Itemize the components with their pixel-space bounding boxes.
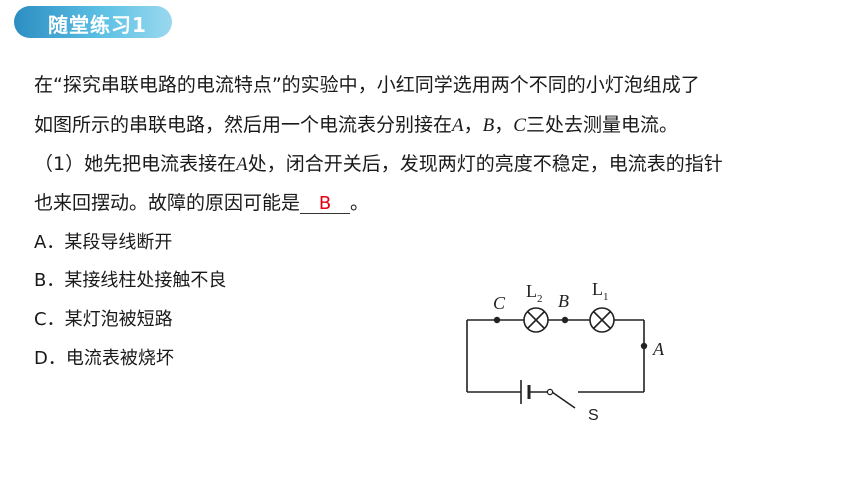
separator: ， [463,114,483,136]
question-line-2-end: 三处去测量电流。 [525,114,678,136]
question-line-2: 如图所示的串联电路，然后用一个电流表分别接在A，B，C三处去测量电流。 [34,110,678,137]
option-a[interactable]: A．某段导线断开 [34,232,173,253]
switch-contact-icon [546,388,554,396]
section-title: 随堂练习1 [48,13,147,37]
answer-text: B [318,193,332,214]
option-d[interactable]: D．电流表被烧坏 [34,348,174,369]
lamp-l2-subscript: 2 [537,293,543,305]
label-b: B [558,291,569,311]
question-line-4-end: 。 [350,192,370,214]
switch-blade [551,391,576,409]
question-line-3-end: 处，闭合开关后，发现两灯的亮度不稳定，电流表的指针 [247,153,723,175]
question-line-2-text: 如图所示的串联电路，然后用一个电流表分别接在 [34,114,453,136]
separator: ， [494,114,514,136]
point-a-ref: A [452,115,464,136]
junction-dot-b [561,316,569,324]
label-c: C [493,293,506,313]
lamp-l1-letter: L [592,279,603,299]
point-b-ref: B [482,115,495,136]
answer-blank: B [300,193,351,214]
question-line-3: （1）她先把电流表接在A处，闭合开关后，发现两灯的亮度不稳定，电流表的指针 [34,149,723,176]
question-line-3-text: （1）她先把电流表接在 [34,153,237,175]
lamp-l1-subscript: 1 [603,291,609,303]
section-badge: 随堂练习1 [14,6,172,38]
switch-label: S [588,407,599,424]
junction-dot-a [640,342,648,350]
question-line-1: 在“探究串联电路的电流特点”的实验中，小红同学选用两个不同的小灯泡组成了 [34,74,700,96]
question-line-4-text: 也来回摆动。故障的原因可能是 [34,192,301,214]
option-b[interactable]: B．某接线柱处接触不良 [34,270,227,291]
lamp-l2-icon [523,307,549,333]
point-c-ref: C [513,115,526,136]
question-line-4: 也来回摆动。故障的原因可能是 B 。 [34,188,369,215]
junction-dot-c [493,316,501,324]
lamp-l1-label: L1 [592,279,609,303]
label-a: A [652,339,665,359]
lamp-l2-letter: L [526,281,537,301]
point-a-ref: A [236,154,248,175]
lamp-l2-label: L2 [526,281,543,305]
option-c[interactable]: C．某灯泡被短路 [34,309,173,330]
lamp-l1-icon [589,307,615,333]
